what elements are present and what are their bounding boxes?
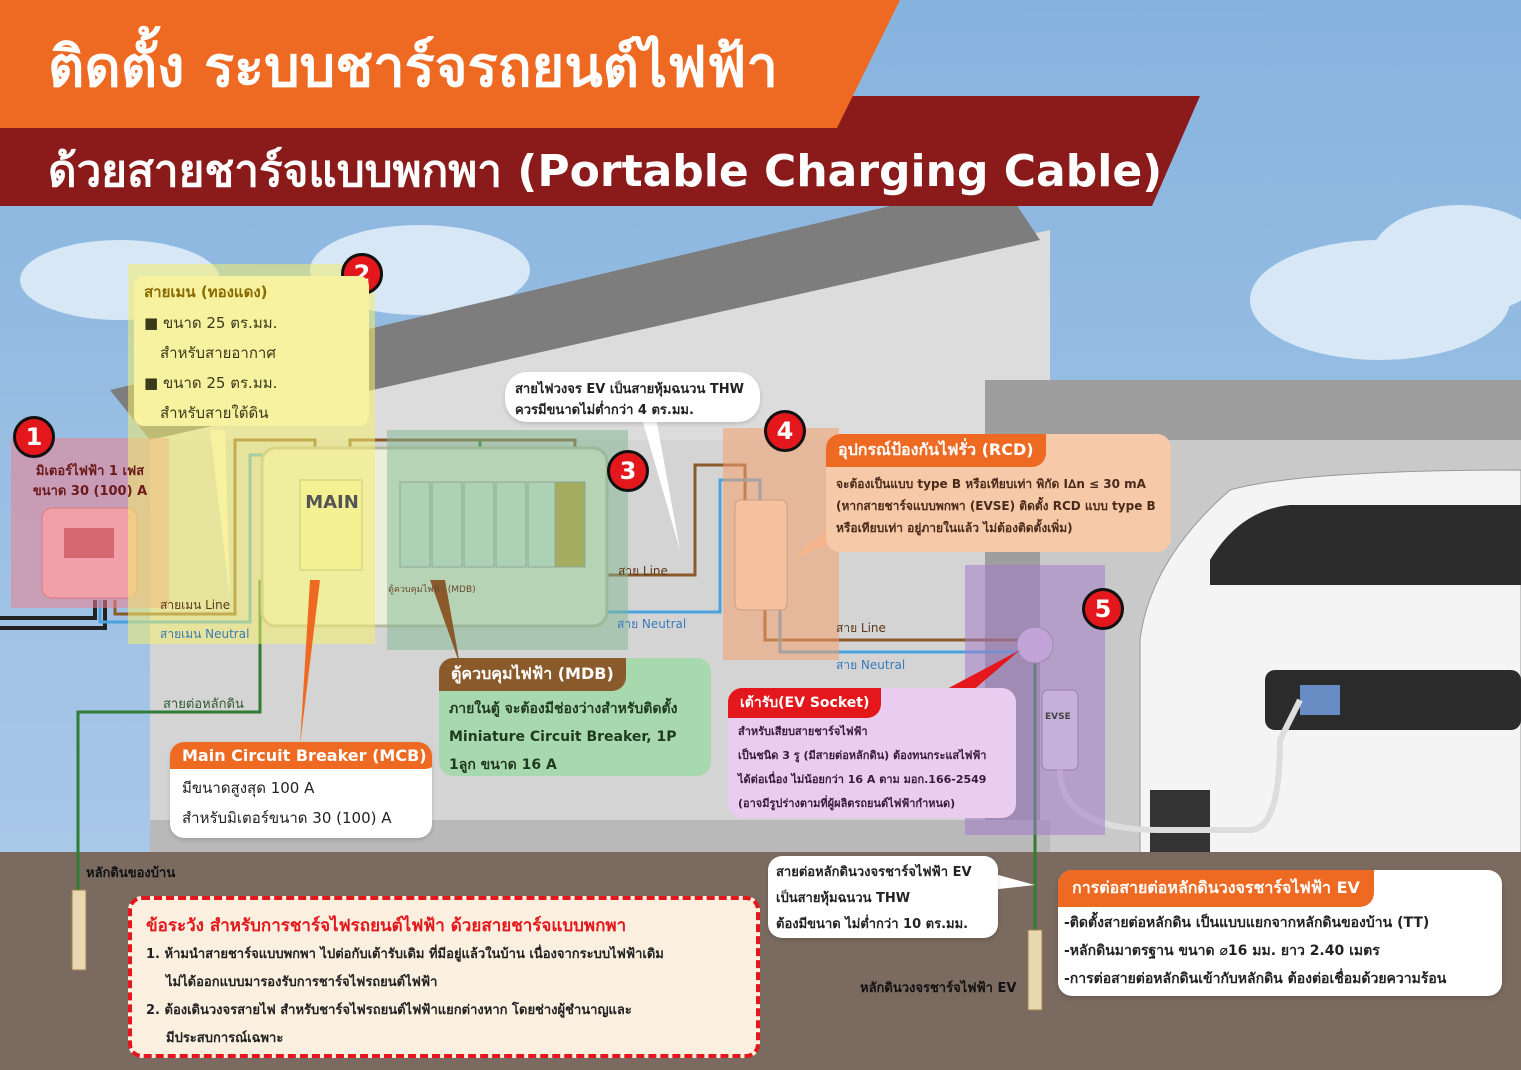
ev-wire-note: สายไฟวงจร EV เป็นสายหุ้มฉนวน THW ควรมีขน… xyxy=(505,372,760,422)
main-breaker-label: MAIN xyxy=(305,492,359,513)
main-neutral-label: สายเมน Neutral xyxy=(160,627,250,641)
ev-ground-box: การต่อสายต่อหลักดินวงจรชาร์จไฟฟ้า EV -ติ… xyxy=(1058,870,1502,996)
badge-1: 1 xyxy=(13,416,55,458)
ground-wire-label: สายต่อหลักดิน xyxy=(163,697,244,712)
meter-label: มิเตอร์ไฟฟ้า 1 เฟส ขนาด 30 (100) A xyxy=(14,462,166,501)
title-banner: ติดตั้ง ระบบชาร์จรถยนต์ไฟฟ้า xyxy=(0,0,900,128)
rcd-line: (หากสายชาร์จแบบพกพา (EVSE) ติดตั้ง RCD แ… xyxy=(836,499,1156,513)
ev-ground-title: การต่อสายต่อหลักดินวงจรชาร์จไฟฟ้า EV xyxy=(1058,870,1374,907)
meter-label-line2: ขนาด 30 (100) A xyxy=(32,483,148,499)
pointer xyxy=(640,412,680,550)
service-wire xyxy=(0,600,107,630)
warning-box: ข้อระวัง สำหรับการชาร์จไฟรถยนต์ไฟฟ้า ด้ว… xyxy=(128,896,760,1058)
line-label: สาย Line xyxy=(618,564,668,578)
meter-label-line1: มิเตอร์ไฟฟ้า 1 เฟส xyxy=(35,464,145,479)
badge-4: 4 xyxy=(764,410,806,452)
main-cable-title: สายเมน (ทองแดง) xyxy=(144,283,268,301)
ground-wire-note-line: เป็นสายหุ้มฉนวน THW xyxy=(776,891,911,906)
house-ground-wire xyxy=(76,580,262,890)
ev-ground-line: -ติดตั้งสายต่อหลักดิน เป็นแบบแยกจากหลักด… xyxy=(1064,915,1430,931)
ev-wire-note-line1: สายไฟวงจร EV เป็นสายหุ้มฉนวน THW xyxy=(515,382,744,397)
car-wheel xyxy=(1150,790,1210,860)
evse-label: EVSE xyxy=(1045,712,1071,722)
socket-line: เป็นชนิด 3 รู (มีสายต่อหลักดิน) ต้องทนกร… xyxy=(738,749,987,762)
mdb-line: Miniature Circuit Breaker, 1P xyxy=(449,729,677,745)
ev-ground-line: -การต่อสายต่อหลักดินเข้ากับหลักดิน ต้องต… xyxy=(1064,971,1447,987)
socket-line-label: สาย Line xyxy=(836,621,886,635)
rcd-line: จะต้องเป็นแบบ type B หรือเทียบเท่า พิกัด… xyxy=(836,477,1146,491)
warning-line: มีประสบการณ์เฉพาะ xyxy=(166,1031,284,1046)
pointer xyxy=(300,580,320,745)
title-text: ติดตั้ง ระบบชาร์จรถยนต์ไฟฟ้า xyxy=(48,35,778,100)
ground-wire-note: สายต่อหลักดินวงจรชาร์จไฟฟ้า EV เป็นสายหุ… xyxy=(768,856,998,938)
warning-line: ไม่ได้ออกแบบมารองรับการชาร์จไฟรถยนต์ไฟฟ้… xyxy=(166,975,438,990)
mcb-card: Main Circuit Breaker (MCB) มีขนาดสูงสุด … xyxy=(170,742,432,838)
subtitle-text: ด้วยสายชาร์จแบบพกพา (Portable Charging C… xyxy=(48,146,1163,197)
mdb-title: ตู้ควบคุมไฟฟ้า (MDB) xyxy=(439,658,626,691)
mcb-title: Main Circuit Breaker (MCB) xyxy=(170,742,432,769)
socket-line: (อาจมีรูปร่างตามที่ผู้ผลิตรถยนต์ไฟฟ้ากำห… xyxy=(738,797,956,810)
ground-wire-note-line: ต้องมีขนาด ไม่ต่ำกว่า 10 ตร.มม. xyxy=(776,917,969,932)
main-cable-item: สำหรับสายอากาศ xyxy=(160,344,276,362)
main-line-label: สายเมน Line xyxy=(160,598,231,612)
cloud xyxy=(1370,205,1521,315)
ev-ground-line: -หลักดินมาตรฐาน ขนาด ⌀16 มม. ยาว 2.40 เม… xyxy=(1064,943,1380,959)
mdb-line: 1ลูก ขนาด 16 A xyxy=(449,757,557,773)
mdb-small-label: ตู้ควบคุมไฟฟ้า (MDB) xyxy=(388,585,476,595)
socket-neutral-label: สาย Neutral xyxy=(836,658,906,672)
neutral-label: สาย Neutral xyxy=(617,617,687,631)
warning-line: 2. ต้องเดินวงจรสายไฟ สำหรับชาร์จไฟรถยนต์… xyxy=(146,1003,632,1018)
warning-title: ข้อระวัง สำหรับการชาร์จไฟรถยนต์ไฟฟ้า ด้ว… xyxy=(146,916,627,936)
rcd-box: อุปกรณ์ป้องกันไฟรั่ว (RCD) จะต้องเป็นแบบ… xyxy=(826,434,1171,552)
mdb-card: ตู้ควบคุมไฟฟ้า (MDB) ภายในตู้ จะต้องมีช่… xyxy=(439,658,711,776)
main-cable-item: ■ ขนาด 25 ตร.มม. xyxy=(144,314,278,332)
ev-ground-label: หลักดินวงจรชาร์จไฟฟ้า EV xyxy=(860,981,1017,996)
socket-line: สำหรับเสียบสายชาร์จไฟฟ้า xyxy=(738,725,868,738)
socket-card: เต้ารับ(EV Socket) สำหรับเสียบสายชาร์จไฟ… xyxy=(728,688,1016,818)
ev-ground-rod xyxy=(1027,929,1043,1011)
mcb-line: สำหรับมิเตอร์ขนาด 30 (100) A xyxy=(182,809,392,827)
rcd-title: อุปกรณ์ป้องกันไฟรั่ว (RCD) xyxy=(826,434,1046,467)
zone-mdb xyxy=(387,430,628,650)
badge-3: 3 xyxy=(607,450,649,492)
house-ground-label: หลักดินของบ้าน xyxy=(86,866,176,881)
warning-line: 1. ห้ามนำสายชาร์จแบบพกพา ไปต่อกับเต้ารับ… xyxy=(146,947,664,962)
car-windshield xyxy=(1210,505,1521,585)
main-cable-item: ■ ขนาด 25 ตร.มม. xyxy=(144,374,278,392)
pointer xyxy=(210,430,230,600)
charge-plug xyxy=(1300,685,1340,715)
ev-wire-note-line2: ควรมีขนาดไม่ต่ำกว่า 4 ตร.มม. xyxy=(515,403,694,418)
mcb-line: มีขนาดสูงสุด 100 A xyxy=(182,779,315,797)
mdb-line: ภายในตู้ จะต้องมีช่องว่างสำหรับติดตั้ง xyxy=(449,701,678,717)
socket-title: เต้ารับ(EV Socket) xyxy=(728,688,882,718)
house-ground-rod xyxy=(71,889,87,971)
main-cable-box: สายเมน (ทองแดง) ■ ขนาด 25 ตร.มม. สำหรับส… xyxy=(134,276,369,426)
socket-line: ได้ต่อเนื่อง ไม่น้อยกว่า 16 A ตาม มอก.16… xyxy=(738,773,987,786)
pointer xyxy=(430,580,460,665)
rcd-line: หรือเทียบเท่า อยู่ภายในแล้ว ไม่ต้องติดตั… xyxy=(836,521,1073,535)
badge-5: 5 xyxy=(1082,588,1124,630)
ground-wire-note-line: สายต่อหลักดินวงจรชาร์จไฟฟ้า EV xyxy=(776,865,972,880)
main-cable-item: สำหรับสายใต้ดิน xyxy=(160,404,269,422)
